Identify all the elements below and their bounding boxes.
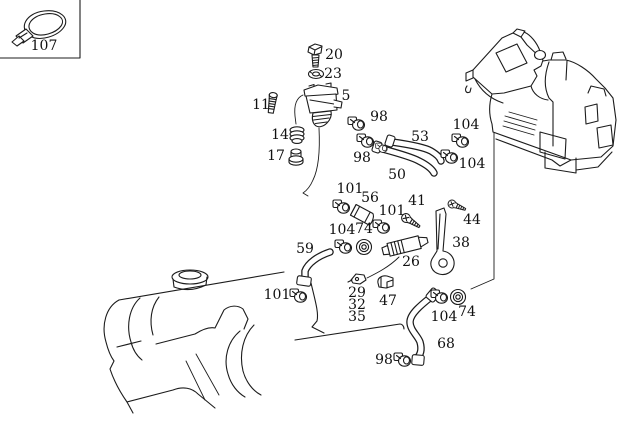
valve-5-drawing	[303, 82, 343, 128]
clamp-104-upper	[451, 133, 470, 148]
clip-47-drawing	[377, 275, 394, 289]
damper-56-drawing	[349, 203, 374, 226]
clamp-101-first	[332, 199, 351, 214]
inset-box	[0, 0, 81, 59]
clamp-98-lower	[356, 133, 375, 148]
clamp-98-bottom	[393, 352, 412, 367]
clamp-98-upper	[347, 116, 366, 131]
clamp-101-second	[372, 219, 391, 234]
bolt-20-drawing	[307, 43, 323, 68]
screw-44-drawing	[446, 198, 468, 214]
leader-lines	[294, 94, 495, 290]
nut-17-drawing	[288, 148, 304, 166]
clamp-104-mid	[334, 239, 353, 254]
washer-74-mid	[355, 238, 373, 256]
cable-tie-drawing	[11, 10, 67, 47]
hose-53-drawing	[384, 134, 445, 165]
clip-29-32-35-drawing	[347, 273, 367, 285]
screw-41-drawing	[399, 211, 423, 231]
engine-edge-line	[310, 282, 325, 334]
valve-26-drawing	[381, 235, 429, 257]
washer-23-drawing	[307, 68, 325, 80]
fuel-tank-drawing	[465, 28, 617, 174]
engine-fuel-line	[294, 323, 405, 341]
washer-74-bottom	[449, 288, 467, 306]
spring-14-drawing	[289, 126, 305, 144]
hose-59-drawing	[296, 248, 334, 287]
engine-cover-drawing	[103, 269, 405, 414]
bolt-11-drawing	[267, 92, 278, 114]
bracket-38-drawing	[430, 207, 455, 276]
clamp-101-engine	[289, 288, 308, 303]
